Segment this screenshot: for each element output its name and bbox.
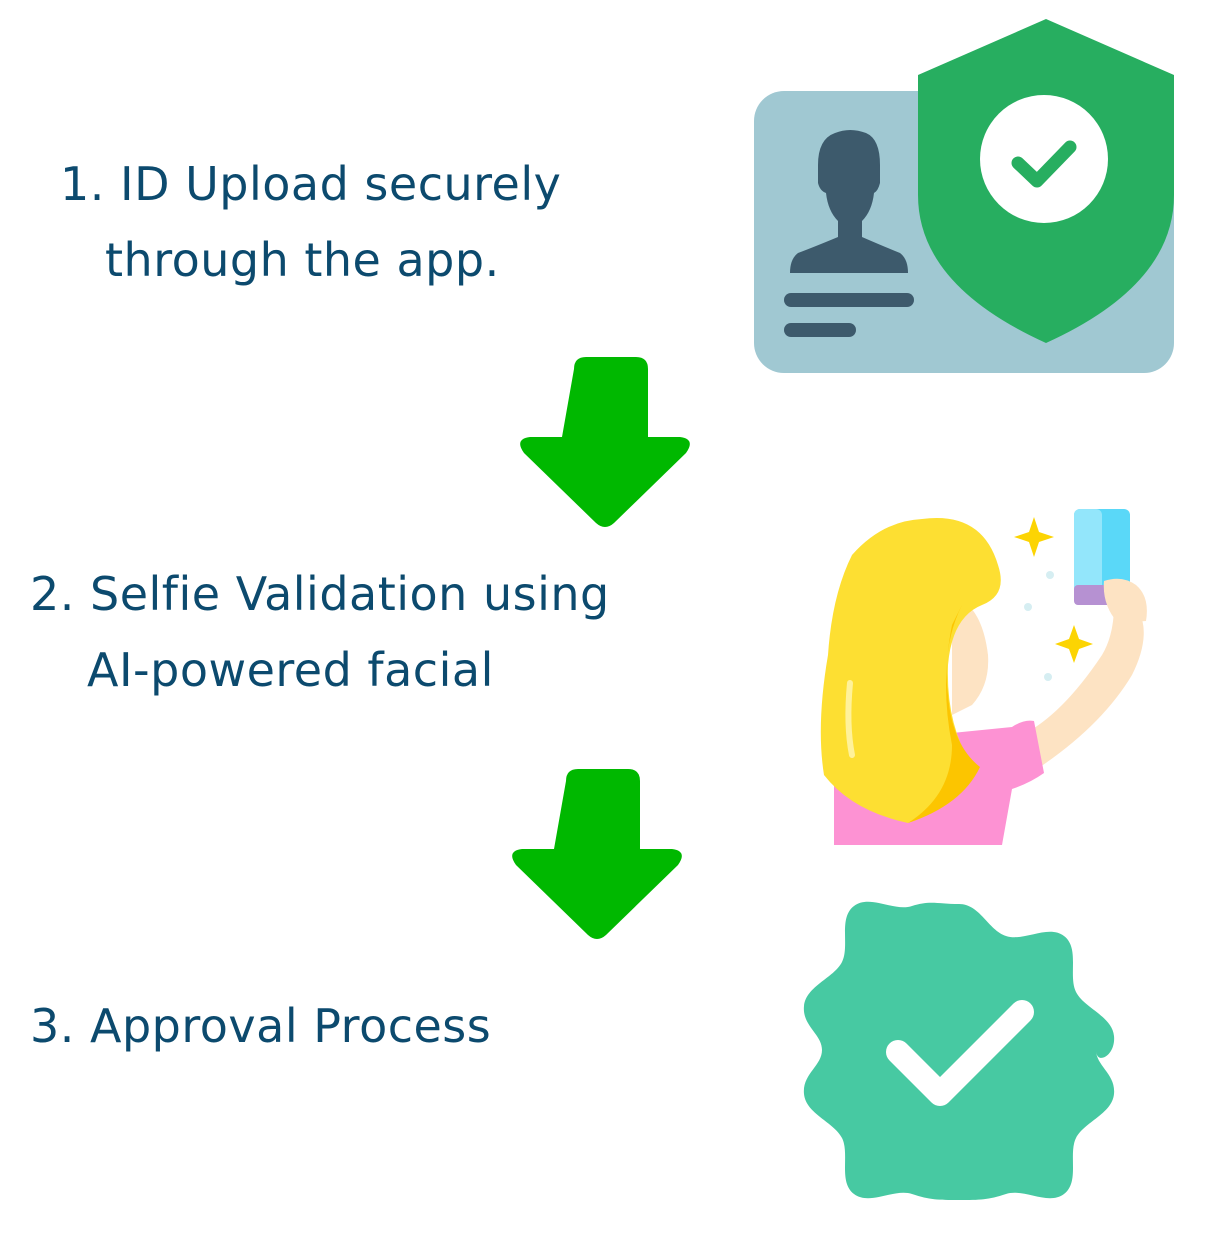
shield-icon [918, 19, 1174, 343]
step-2-label: 2. Selfie Validation using AI-powered fa… [30, 556, 610, 708]
id-card-line-2 [784, 323, 856, 337]
step-2-line-1: 2. Selfie Validation using [30, 567, 610, 621]
step-3-label: 3. Approval Process [30, 988, 491, 1064]
step-3-line-1: 3. Approval Process [30, 999, 492, 1053]
check-icon [886, 1000, 1034, 1106]
phone-highlight [1074, 509, 1102, 605]
step-1-line-1: 1. ID Upload securely [60, 157, 562, 211]
id-card-shield-check-icon [754, 19, 1174, 373]
person-silhouette [790, 130, 908, 273]
arm [1022, 605, 1144, 767]
sparkle-icon [1055, 625, 1093, 663]
check-icon [1011, 140, 1077, 188]
dot [1046, 571, 1054, 579]
hair-highlight [845, 680, 855, 758]
hair-shade [908, 605, 980, 823]
step-1-line-2: through the app. [105, 233, 500, 287]
sparkle-icon [1014, 517, 1054, 557]
verified-badge-icon [803, 901, 1115, 1200]
step-2-line-2: AI-powered facial [87, 643, 494, 697]
id-card-line-1 [784, 293, 914, 307]
hand [1103, 578, 1147, 623]
dot [1044, 673, 1052, 681]
check-circle [980, 95, 1108, 223]
badge-shape [803, 901, 1115, 1200]
selfie-icon [820, 509, 1147, 845]
step-1-label: 1. ID Upload securely through the app. [60, 146, 561, 298]
face [952, 595, 989, 715]
dot [1024, 603, 1032, 611]
arrow-down-icon [512, 769, 682, 939]
arrow-down-icon [520, 357, 690, 527]
